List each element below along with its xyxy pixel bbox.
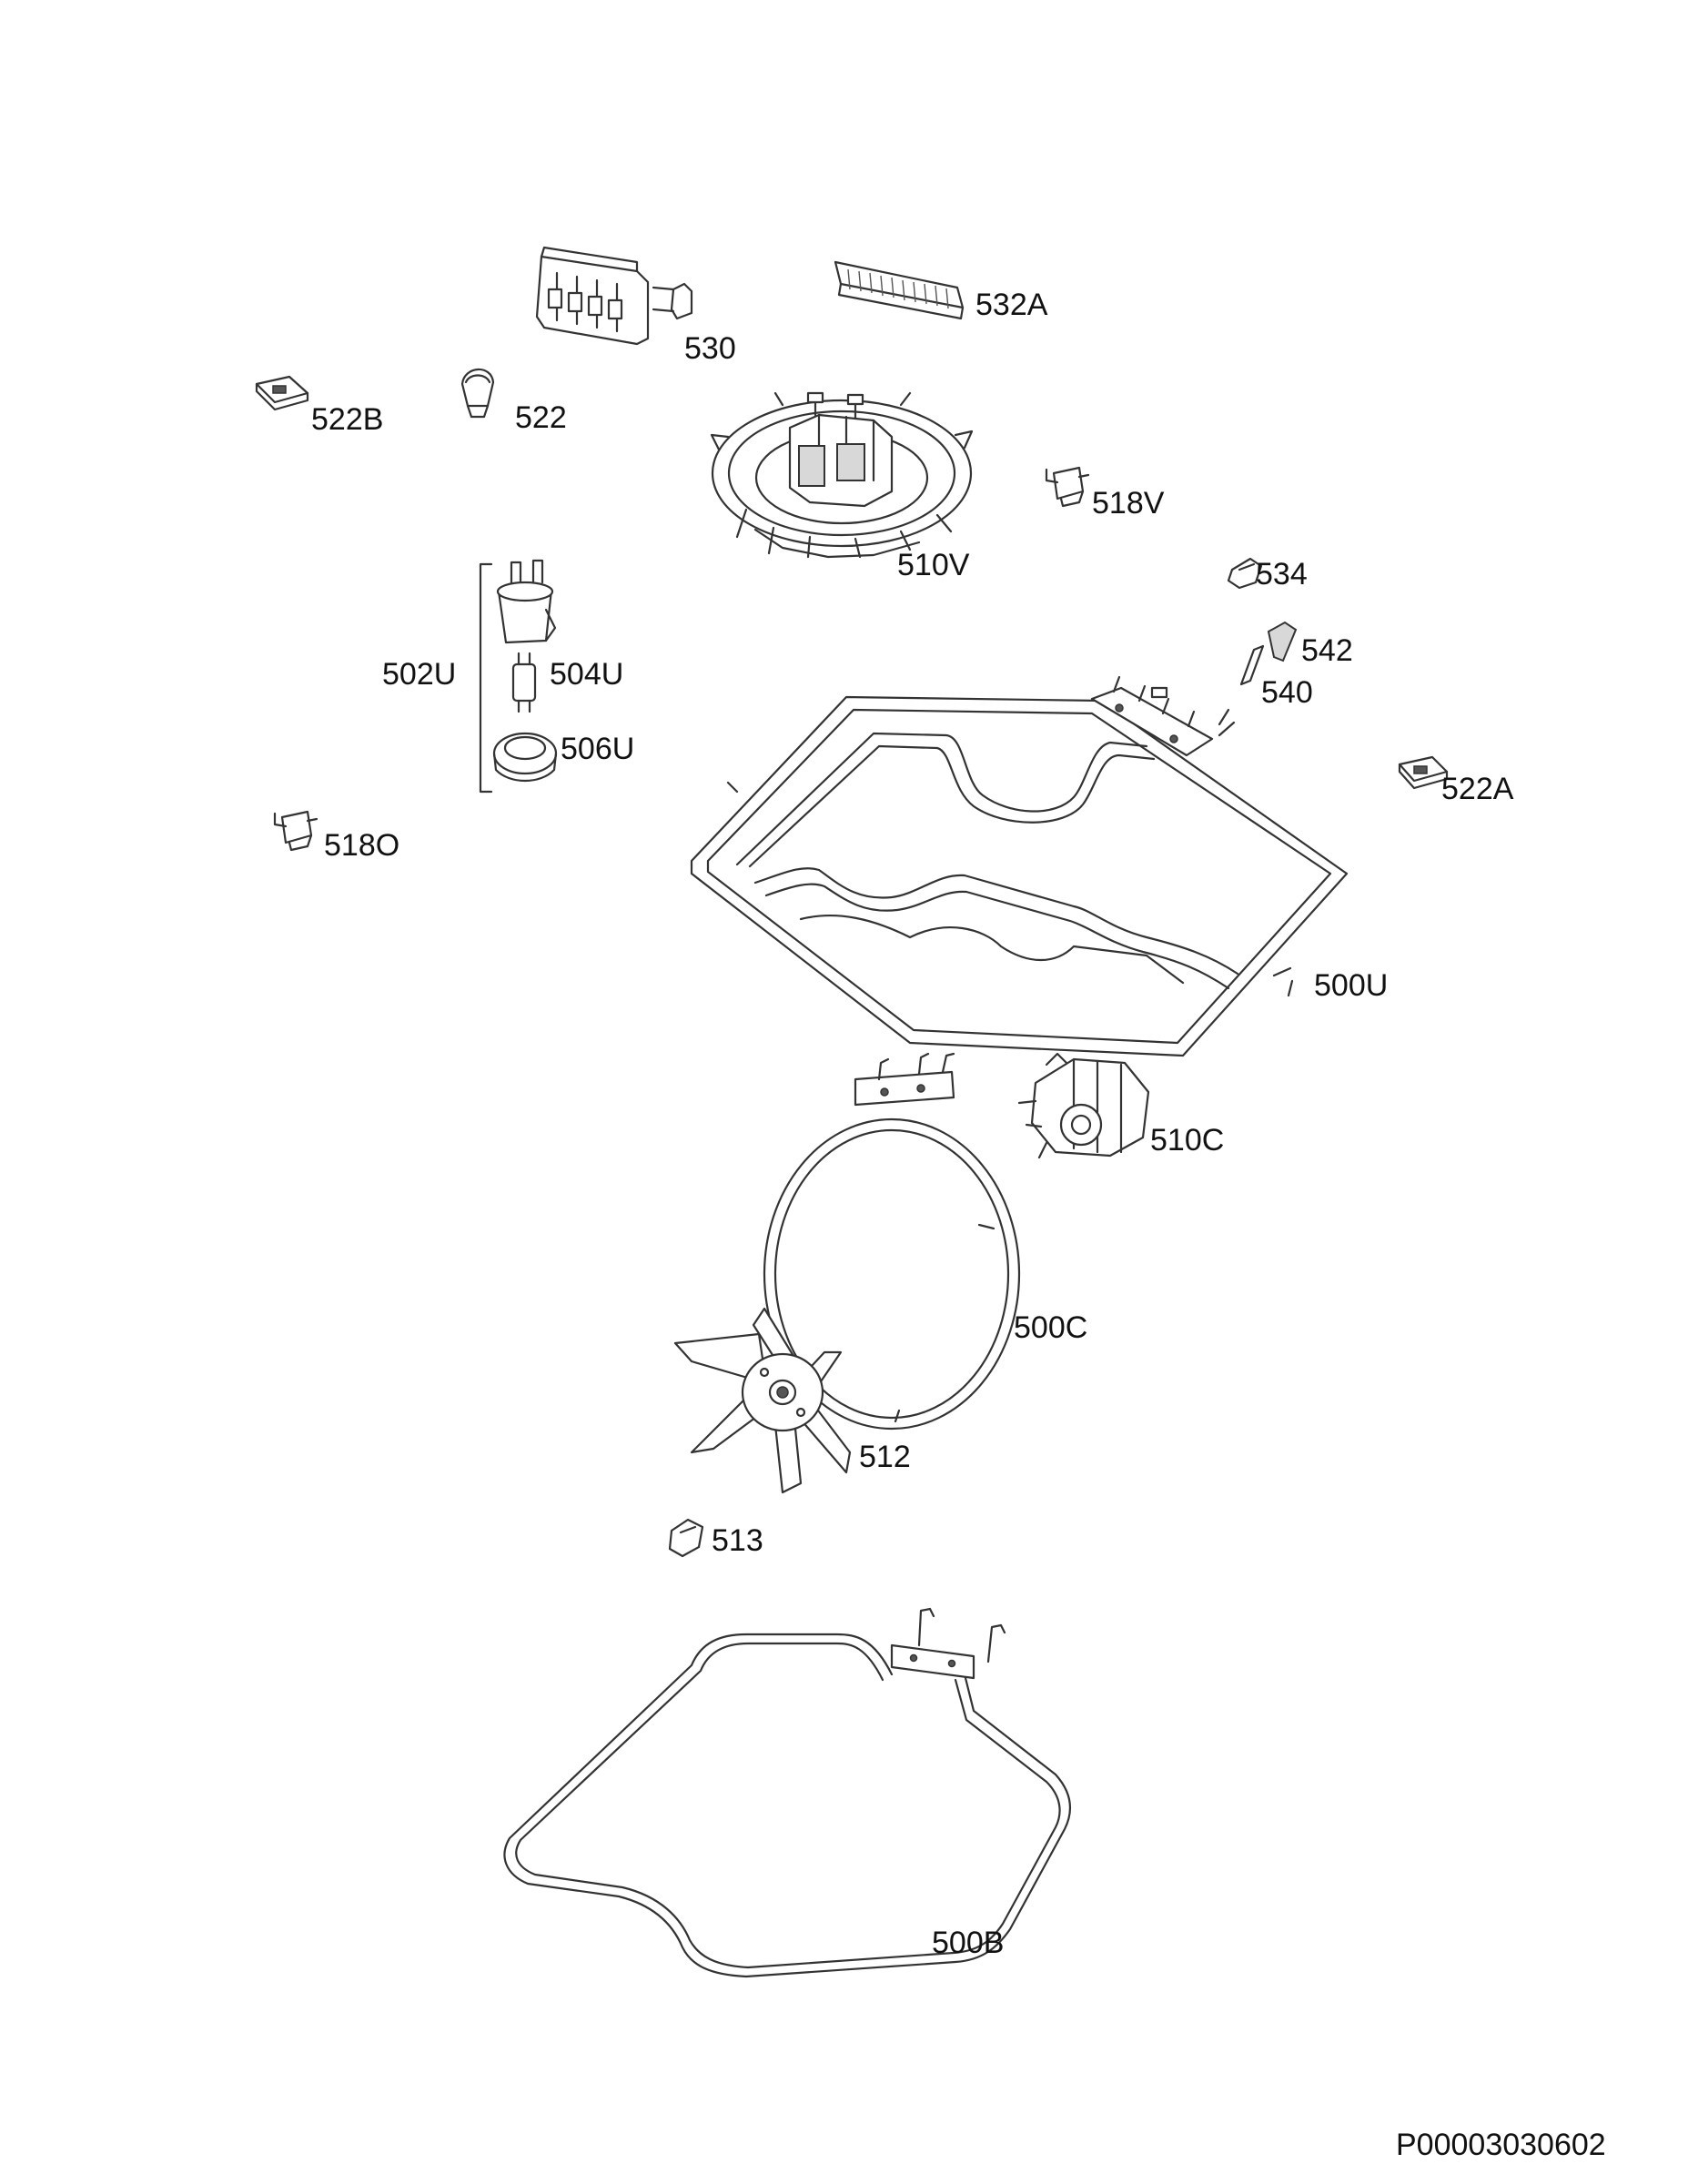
part-540-gasket[interactable]: [1239, 644, 1265, 686]
part-534-cap[interactable]: [1227, 557, 1263, 590]
label-500U: 500U: [1314, 968, 1389, 1003]
part-510C-fan-motor[interactable]: [1017, 1052, 1150, 1159]
part-522A-clip[interactable]: [1398, 755, 1449, 790]
part-518V-thermostat[interactable]: [1045, 466, 1090, 508]
label-502U: 502U: [382, 657, 457, 692]
label-512: 512: [859, 1440, 911, 1474]
part-500C-circular-element[interactable]: [763, 1052, 1021, 1431]
part-502U-lamp-bracket: [479, 562, 493, 794]
label-542: 542: [1301, 633, 1353, 668]
label-522B: 522B: [311, 402, 384, 437]
label-534: 534: [1256, 557, 1308, 592]
part-513-nut[interactable]: [668, 1518, 704, 1558]
label-500B: 500B: [932, 1926, 1005, 1960]
label-518O: 518O: [324, 828, 400, 863]
part-506U-lamp-cover[interactable]: [492, 732, 558, 782]
label-532A: 532A: [975, 288, 1048, 322]
label-504U: 504U: [550, 657, 624, 692]
part-522B-clip[interactable]: [255, 375, 309, 411]
label-530: 530: [684, 331, 736, 366]
document-id: P00003030602: [1396, 2128, 1606, 2162]
label-513: 513: [712, 1523, 763, 1558]
part-532A-connector-strip[interactable]: [834, 260, 965, 320]
label-522A: 522A: [1441, 772, 1514, 806]
part-500B-bottom-element[interactable]: [503, 1607, 1071, 1978]
part-504U-lamp[interactable]: [511, 652, 537, 713]
label-540: 540: [1261, 675, 1313, 710]
part-500U-grill-element[interactable]: [690, 675, 1349, 1057]
part-518O-thermostat[interactable]: [273, 810, 318, 852]
label-506U: 506U: [561, 732, 635, 766]
label-510V: 510V: [897, 548, 970, 582]
label-518V: 518V: [1092, 486, 1165, 521]
part-512-fan-blade[interactable]: [673, 1307, 852, 1494]
part-542-seal[interactable]: [1267, 621, 1298, 662]
part-522-clip[interactable]: [460, 368, 495, 419]
part-530-terminal-block[interactable]: [535, 246, 693, 346]
part-510V-fan-motor[interactable]: [710, 391, 974, 559]
part-502U-lamp-holder[interactable]: [496, 559, 557, 644]
label-510C: 510C: [1150, 1123, 1225, 1158]
label-522: 522: [515, 400, 567, 435]
label-500C: 500C: [1014, 1310, 1088, 1345]
